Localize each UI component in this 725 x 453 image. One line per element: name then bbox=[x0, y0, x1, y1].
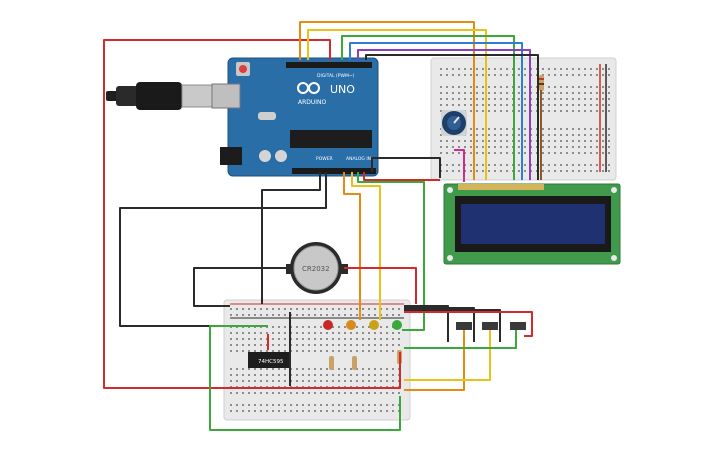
wire-black-buttons bbox=[404, 305, 449, 342]
wire-green-button bbox=[404, 330, 517, 349]
wire-green-top bbox=[341, 35, 515, 180]
resistor-top bbox=[539, 75, 544, 91]
wire-red-5v-top bbox=[363, 172, 440, 181]
lcd-16x2-display bbox=[443, 183, 621, 265]
arduino-uno-board: ARDUINO UNO DIGITAL (PWM~) POWER ANALOG … bbox=[211, 57, 379, 177]
push-button-2 bbox=[482, 322, 498, 330]
potentiometer bbox=[441, 110, 467, 136]
battery-label: CR2032 bbox=[302, 265, 330, 273]
wire-red-battery bbox=[344, 267, 417, 304]
breadboard-bottom bbox=[223, 299, 411, 421]
wire-magenta-pot bbox=[454, 149, 465, 182]
breadboard-top bbox=[430, 57, 617, 181]
lcd-header-pins bbox=[458, 184, 544, 190]
wire-purple-top bbox=[357, 49, 531, 180]
wire-black-gnd-top bbox=[371, 157, 441, 178]
led-yellow bbox=[369, 320, 379, 330]
wire-black-gnd-bottom bbox=[119, 172, 327, 327]
wires bbox=[103, 21, 542, 431]
wire-dark-top bbox=[365, 54, 539, 180]
led-orange bbox=[346, 320, 356, 330]
power-pins-label: POWER bbox=[316, 156, 333, 162]
coin-cell-battery: CR2032 bbox=[286, 242, 348, 294]
resistor-bottom-2 bbox=[352, 356, 357, 370]
wire-orange-button bbox=[404, 330, 465, 391]
shift-register-chip: 74HC595 bbox=[248, 352, 290, 368]
wire-green-left-loop bbox=[209, 325, 401, 431]
wire-red-5v-loop bbox=[103, 39, 401, 389]
wire-black-buttons-2 bbox=[404, 307, 475, 342]
shift-register-label: 74HC595 bbox=[258, 359, 284, 365]
push-button-3 bbox=[510, 322, 526, 330]
arduino-brand-label: ARDUINO bbox=[298, 99, 327, 106]
arduino-logo bbox=[297, 82, 320, 94]
arduino-model-label: UNO bbox=[330, 83, 355, 96]
analog-pins-label: ANALOG IN bbox=[346, 156, 371, 162]
wire-green-bottom bbox=[357, 172, 425, 331]
usb-cable bbox=[106, 82, 213, 110]
digital-pins-label: DIGITAL (PWM~) bbox=[317, 73, 355, 79]
wire-black-battery bbox=[193, 267, 290, 307]
wire-red-buttons bbox=[404, 311, 533, 337]
led-green bbox=[392, 320, 402, 330]
wire-yellow-button bbox=[404, 330, 491, 381]
push-button-1 bbox=[456, 322, 472, 330]
wire-yellow-bottom bbox=[351, 172, 381, 320]
wire-yellow-top bbox=[307, 29, 487, 180]
led-red bbox=[323, 320, 333, 330]
resistor-bottom-1 bbox=[329, 356, 334, 370]
wire-orange-bottom bbox=[343, 172, 361, 320]
wire-blue-top bbox=[349, 42, 523, 180]
wire-black-gnd-2 bbox=[261, 172, 321, 304]
wire-black-buttons-3 bbox=[404, 309, 501, 342]
wire-orange-top bbox=[299, 21, 475, 180]
